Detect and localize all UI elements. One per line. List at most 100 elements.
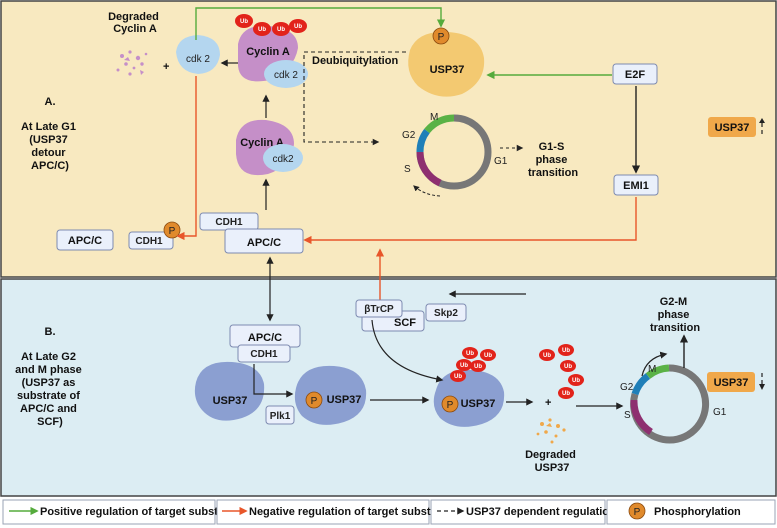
svg-text:Ub: Ub <box>543 353 551 359</box>
usp37-b-p-shape <box>294 365 367 425</box>
ub-chain-b: Ub Ub Ub Ub Ub <box>450 347 496 382</box>
legend: Positive regulation of target substrate … <box>2 499 776 525</box>
usp37-b-p-label: USP37 <box>327 394 362 406</box>
legend-phospho-label: Phosphorylation <box>654 506 741 518</box>
panel-b-label: B. <box>45 326 56 338</box>
legend-positive-label: Positive regulation of target substrate <box>40 506 238 518</box>
panel-b-condition: At Late G2 and M phase (USP37 as substra… <box>15 351 85 428</box>
usp37-side-b-box <box>707 372 755 392</box>
cdh1-b-box <box>237 344 291 363</box>
usp37-a-phospho-label: P <box>438 32 445 43</box>
phase-label-g2-a: G2 <box>402 130 416 141</box>
cdk2-complex-top-shape <box>264 60 308 88</box>
usp37-a-label: USP37 <box>430 64 465 76</box>
usp37-down-arrow-icon <box>759 373 765 390</box>
skp2-label: Skp2 <box>434 308 458 319</box>
scf-label: SCF <box>394 317 416 329</box>
plus-sign-b: + <box>545 397 551 409</box>
g2m-transition-label: G2-M phase transition <box>650 296 700 334</box>
phase-label-m-b: M <box>648 364 656 375</box>
cdh1-complex-label: CDH1 <box>215 217 243 228</box>
degraded-cyclin-a-label: Degraded Cyclin A <box>108 11 162 35</box>
degraded-usp37-label: Degraded USP37 <box>525 449 579 474</box>
cdh1-left-label: CDH1 <box>135 236 163 247</box>
legend-phospho-p: P <box>634 507 641 518</box>
svg-text:Ub: Ub <box>240 19 248 25</box>
legend-phospho-box <box>606 499 776 525</box>
usp37-side-b-label: USP37 <box>714 377 749 389</box>
legend-dependent-label: USP37 dependent regulation <box>466 506 616 518</box>
cdh1-left-box <box>128 231 174 250</box>
emi1-box <box>613 174 659 196</box>
arrow-deubiq-dashed <box>303 51 406 146</box>
apcc-complex-label: APC/C <box>247 237 281 249</box>
emi1-label: EMI1 <box>623 180 649 192</box>
usp37-b-ub-shape <box>433 369 505 427</box>
legend-negative-label: Negative regulation of target substrate <box>249 506 451 518</box>
usp37-side-a-box <box>708 117 756 137</box>
plk1-label: Plk1 <box>270 411 291 422</box>
apcc-left-label: APC/C <box>68 235 102 247</box>
cdk2-mid-label: cdk2 <box>272 154 294 165</box>
phase-label-s-a: S <box>404 164 411 175</box>
legend-negative-box <box>216 499 430 525</box>
svg-text:Ub: Ub <box>562 391 570 397</box>
plk1-box <box>265 405 295 425</box>
cyclin-a-top-label: Cyclin A <box>246 46 290 58</box>
arrow-positive-top <box>195 7 446 40</box>
svg-text:Ub: Ub <box>564 364 572 370</box>
btrcp-box <box>355 299 403 318</box>
phase-label-m-a: M <box>430 112 438 123</box>
svg-text:Ub: Ub <box>460 363 468 369</box>
apcc-b-label: APC/C <box>248 332 282 344</box>
arrow-ring-to-g2m <box>641 351 668 377</box>
usp37-a-phospho-icon <box>432 27 450 45</box>
phase-label-s-b: S <box>624 410 631 421</box>
svg-text:Ub: Ub <box>572 378 580 384</box>
apcc-left-box <box>56 229 114 251</box>
plus-sign-a: + <box>163 61 169 73</box>
g1s-transition-label: G1-S phase transition <box>528 141 578 179</box>
svg-text:Ub: Ub <box>258 27 266 33</box>
usp37-b-ub-phospho-icon <box>441 395 459 413</box>
ub-chain-top: Ub Ub Ub Ub <box>235 14 307 36</box>
usp37-side-a-label: USP37 <box>715 122 750 134</box>
deubiquitylation-label: Deubiquitylation <box>312 55 398 67</box>
cdh1-left-phospho-label: P <box>169 226 176 237</box>
svg-text:Ub: Ub <box>466 351 474 357</box>
svg-text:Ub: Ub <box>562 348 570 354</box>
cdh1-left-phospho-icon <box>163 221 181 239</box>
usp37-up-arrow-icon <box>759 118 765 134</box>
cdh1-b-label: CDH1 <box>250 349 278 360</box>
cdk2-top-shape <box>176 35 220 74</box>
cell-cycle-ring-a <box>416 114 492 190</box>
legend-phospho-icon <box>628 502 646 520</box>
free-ub-cluster: Ub Ub Ub Ub Ub <box>539 344 584 399</box>
ring-a-cycle-arrow <box>413 185 441 197</box>
panel-a-label: A. <box>45 96 56 108</box>
btrcp-label: βTrCP <box>364 304 394 315</box>
phase-label-g2-b: G2 <box>620 382 634 393</box>
usp37-a-shape <box>408 31 485 97</box>
cdk2-mid-shape <box>263 144 303 172</box>
svg-text:Ub: Ub <box>294 24 302 30</box>
svg-text:Ub: Ub <box>474 364 482 370</box>
arrow-emi1-to-apcc <box>303 197 637 245</box>
cell-cycle-ring-b <box>630 364 710 444</box>
usp37-b-left-label: USP37 <box>213 395 248 407</box>
panel-a-background <box>0 0 777 278</box>
svg-text:Ub: Ub <box>277 27 285 33</box>
arrow-cdh1-to-usp37p <box>253 364 294 398</box>
usp37-b-ub-label: USP37 <box>461 398 496 410</box>
svg-text:Ub: Ub <box>454 374 462 380</box>
usp37-b-p-phospho-label: P <box>311 396 318 407</box>
degraded-usp37-fragments <box>536 418 566 444</box>
e2f-label: E2F <box>625 69 645 81</box>
usp37-b-ub-phospho-label: P <box>447 400 454 411</box>
usp37-b-p-phospho-icon <box>305 391 323 409</box>
skp2-box <box>425 303 467 322</box>
arrow-cdk2-to-cdh1 <box>176 76 197 241</box>
phase-label-g1-a: G1 <box>494 156 508 167</box>
cdk2-top-label: cdk 2 <box>186 54 210 65</box>
